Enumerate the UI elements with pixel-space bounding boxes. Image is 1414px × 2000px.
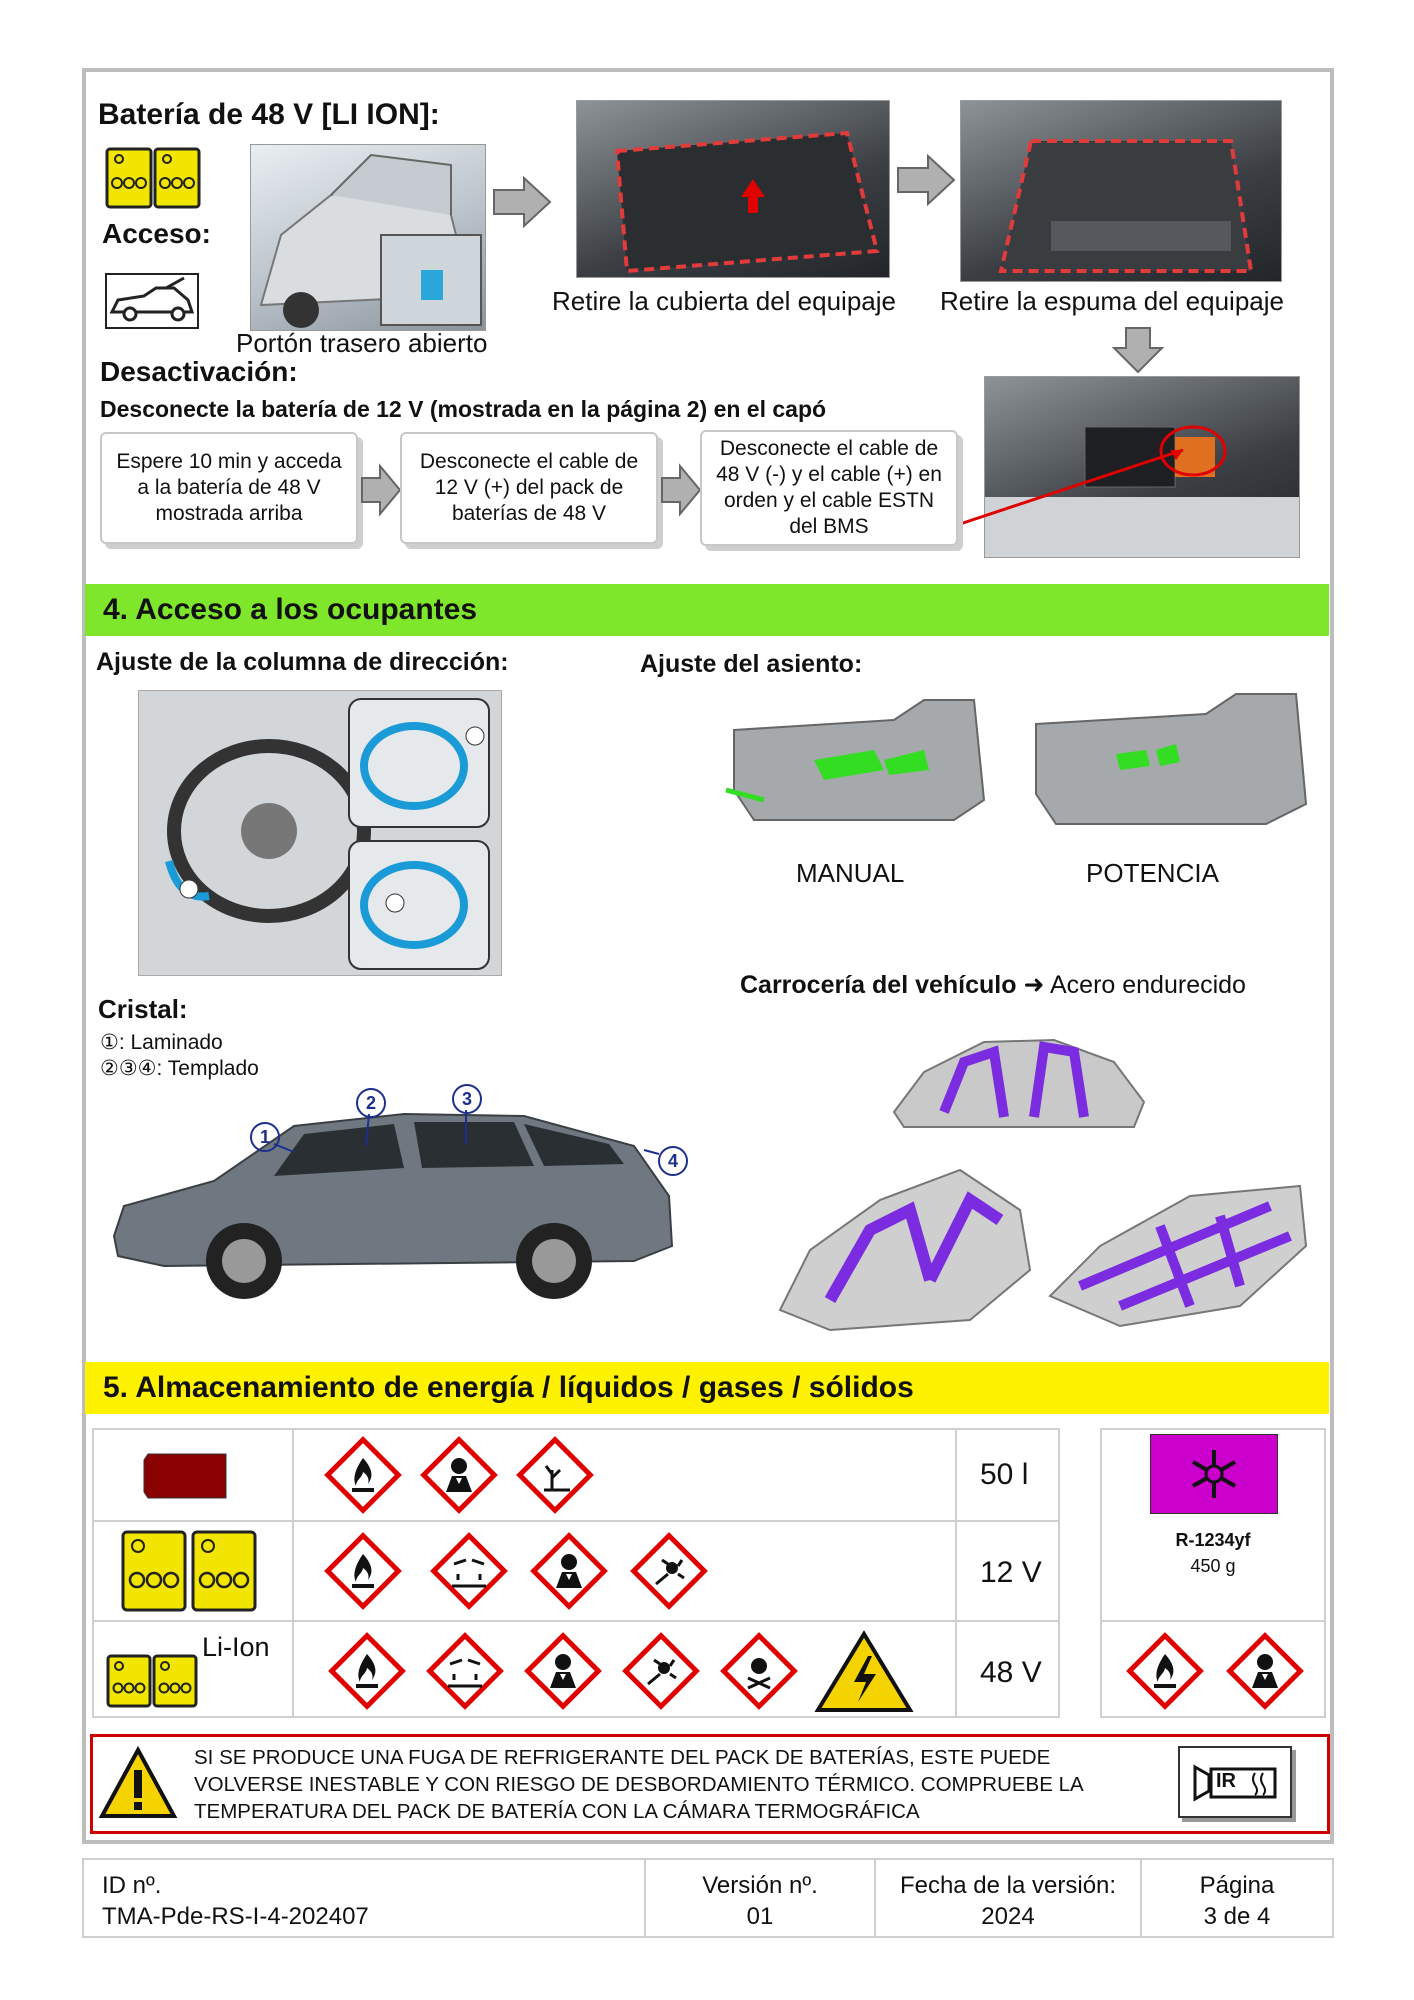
corrosive-icon [426,1632,504,1710]
power-seat-image [1016,684,1312,846]
arrow-right-icon [493,176,552,228]
glass-callout-2: 2 [356,1088,386,1118]
date-label: Fecha de la versión: [899,1872,1117,1899]
footer-version-cell: Versión nº. 01 [644,1858,876,1938]
body-frame-image [770,1160,1040,1340]
flammable-icon [324,1532,402,1610]
luggage-foam-photo [960,100,1282,282]
glass-callout-3: 3 [452,1084,482,1114]
page-label: Página [1199,1872,1275,1899]
flammable-icon [324,1436,402,1514]
ir-label: IR [1216,1770,1236,1792]
pointer-line [959,448,1184,526]
battery-48v-photo [984,376,1300,558]
body-side-structure-image [884,1032,1154,1138]
arrow-right-icon [897,154,956,206]
high-voltage-icon [814,1630,914,1712]
table-divider [292,1428,294,1718]
refrigerant-table [1100,1428,1326,1718]
power-label: POTENCIA [1086,858,1219,888]
snowflake-icon [1192,1450,1236,1498]
glass-laminated: ①: Laminado [100,1031,223,1054]
table-divider [955,1428,957,1718]
battery-48v-icon [105,147,201,209]
tailgate-caption: Portón trasero abierto [236,328,488,358]
foam-caption: Retire la espuma del equipaje [940,286,1284,316]
arrow-right-icon [361,463,402,517]
flammable-icon [1126,1632,1204,1710]
footer-date-cell: Fecha de la versión: 2024 [874,1858,1142,1938]
table-divider [1100,1620,1326,1622]
section-4-header: 4. Acceso a los ocupantes [85,584,1329,636]
corrosive-icon [430,1532,508,1610]
table-divider [92,1520,1060,1522]
section-5-header: 5. Almacenamiento de energía / líquidos … [85,1362,1329,1414]
glass-tempered: ②③④: Templado [100,1057,259,1080]
warning-box [90,1734,1330,1834]
battery-48v-value: 48 V [980,1656,1042,1689]
step-3-box: Desconecte el cable de 48 V (-) y el cab… [700,430,958,546]
deactivation-title: Desactivación: [100,356,298,387]
manual-seat-image [724,690,988,840]
battery-12v-value: 12 V [980,1556,1042,1589]
vehicle-body-label: Carrocería del vehículo ➜ Acero endureci… [740,970,1246,1000]
deactivation-subtitle: Desconecte la batería de 12 V (mostrada … [100,396,827,422]
tailgate-open-photo [250,144,486,331]
li-ion-label: Li-Ion [202,1632,270,1662]
health-hazard-icon [530,1532,608,1610]
refrigerant-icon [1150,1434,1278,1514]
id-label: ID nº. [102,1872,162,1899]
access-label: Acceso: [102,218,211,249]
version-label: Versión nº. [702,1872,818,1899]
toxic-skull-icon [720,1632,798,1710]
version-value: 01 [746,1903,774,1931]
glass-callout-1: 1 [250,1122,280,1152]
page-frame [82,68,1334,1844]
arrow-down-icon [1112,327,1164,374]
glass-callout-4: 4 [658,1146,688,1176]
car-side-image [104,1086,684,1306]
steering-adjust-photo [138,690,502,976]
fuel-volume-value: 50 l [980,1458,1029,1491]
glass-title: Cristal: [98,994,188,1024]
body-value-text: Acero endurecido [1050,971,1246,999]
battery-title: Batería de 48 V [LI ION]: [98,98,440,131]
thermal-camera-icon: IR [1178,1746,1292,1818]
fuel-tank-icon [143,1453,227,1499]
health-hazard-icon [1226,1632,1304,1710]
cover-caption: Retire la cubierta del equipaje [552,286,896,316]
environment-hazard-icon [516,1436,594,1514]
refrigerant-amount: 450 g [1190,1556,1236,1576]
page-value: 3 de 4 [1203,1903,1271,1931]
steering-title: Ajuste de la columna de dirección: [96,648,509,676]
table-divider [92,1620,1060,1622]
refrigerant-name: R-1234yf [1175,1530,1251,1550]
date-value: 2024 [981,1903,1035,1931]
luggage-cover-photo [576,100,890,278]
explosive-icon [630,1532,708,1610]
footer-id-cell: ID nº. TMA-Pde-RS-I-4-202407 [82,1858,646,1938]
health-hazard-icon [524,1632,602,1710]
step-1-box: Espere 10 min y acceda a la batería de 4… [100,432,358,544]
hazard-table [92,1428,1060,1718]
arrow-right-icon [661,463,702,517]
explosive-icon [622,1632,700,1710]
warning-triangle-icon [98,1746,178,1818]
arrow-right-icon: ➜ [1023,971,1045,999]
battery-12v-icon [121,1530,257,1612]
id-value: TMA-Pde-RS-I-4-202407 [102,1903,369,1931]
car-hood-icon [105,273,199,329]
flammable-icon [328,1632,406,1710]
battery-li-ion-icon [106,1654,198,1708]
footer-page-cell: Página 3 de 4 [1140,1858,1334,1938]
body-label-text: Carrocería del vehículo [740,971,1017,999]
body-floor-image [1040,1166,1316,1336]
step-2-box: Desconecte el cable de 12 V (+) del pack… [400,432,658,544]
seat-title: Ajuste del asiento: [640,650,863,678]
warning-text: SI SE PRODUCE UNA FUGA DE REFRIGERANTE D… [194,1746,1083,1824]
manual-label: MANUAL [796,858,905,888]
health-hazard-icon [420,1436,498,1514]
